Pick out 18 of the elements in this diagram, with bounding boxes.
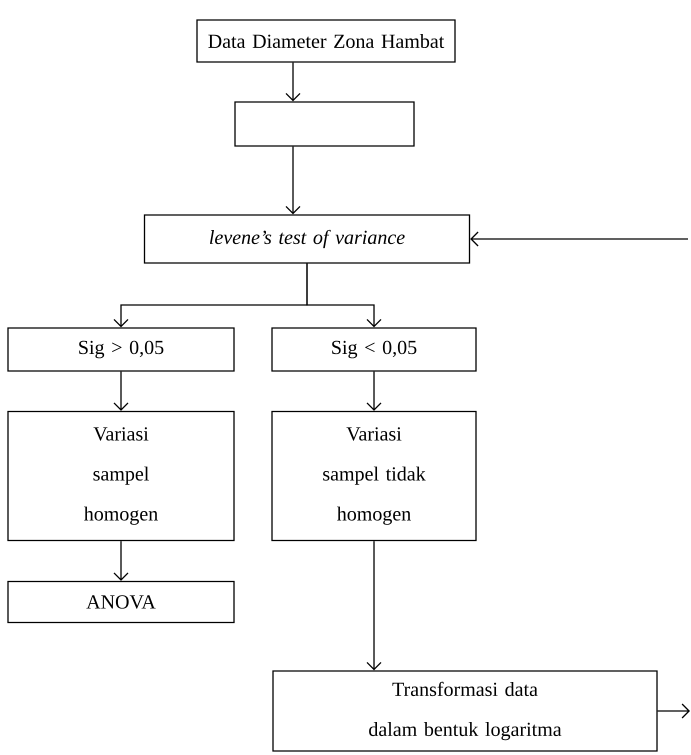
- process-box: Transformasi data dalam bentuk logaritma: [272, 670, 658, 752]
- condition-box: Sig < 0,05: [271, 327, 477, 372]
- process-box: levene’s test of variance: [144, 214, 470, 264]
- arrow: [114, 372, 128, 411]
- arrow: [306, 264, 382, 328]
- process-box: Variasi sampel tidak homogen: [271, 410, 477, 542]
- arrow: [366, 541, 382, 670]
- process-box: ANOVA: [7, 580, 235, 624]
- arrow: [286, 62, 300, 102]
- process-box: Variasi sampel homogen: [7, 410, 235, 542]
- arrow: [658, 704, 690, 718]
- arrow: [286, 146, 300, 214]
- condition-box: Sig > 0,05: [7, 327, 235, 372]
- process-box: Data Diameter Zona Hambat: [196, 19, 456, 63]
- arrow: [470, 232, 688, 246]
- arrow: [114, 541, 128, 581]
- process-box: [234, 101, 415, 147]
- arrow: [366, 372, 382, 411]
